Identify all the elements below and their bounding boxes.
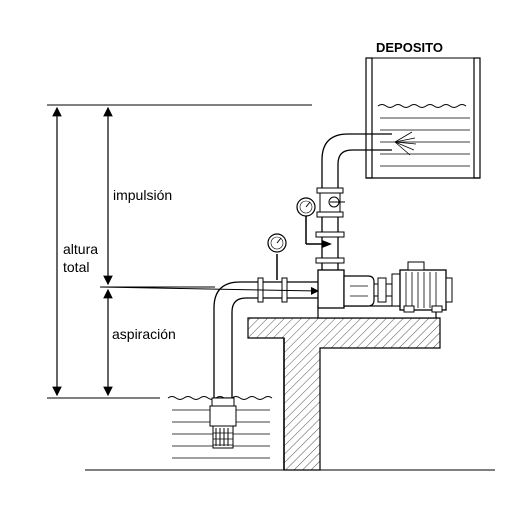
suction-label: aspiración	[112, 326, 176, 342]
centrifugal-pump	[317, 269, 393, 309]
discharge-flange-upper	[315, 231, 345, 238]
gate-valve-icon	[316, 187, 345, 218]
discharge-pipe	[321, 133, 392, 270]
total-head-label-line2: total	[63, 259, 89, 275]
discharge-flange-lower	[315, 257, 345, 264]
discharge-outlet-spray	[394, 131, 417, 156]
pressure-gauge-icon	[296, 197, 322, 245]
discharge-label: impulsión	[113, 187, 172, 203]
storage-tank	[365, 57, 481, 179]
flow-arrow	[99, 286, 319, 295]
check-valve-marker	[322, 240, 332, 248]
electric-motor-icon	[391, 261, 453, 313]
foot-valve-strainer-icon	[209, 397, 237, 449]
foundation-block	[247, 317, 441, 471]
tank-title: DEPOSITO	[376, 40, 443, 55]
total-head-label-line1: altura	[63, 241, 98, 257]
vacuum-gauge-icon	[267, 233, 287, 280]
